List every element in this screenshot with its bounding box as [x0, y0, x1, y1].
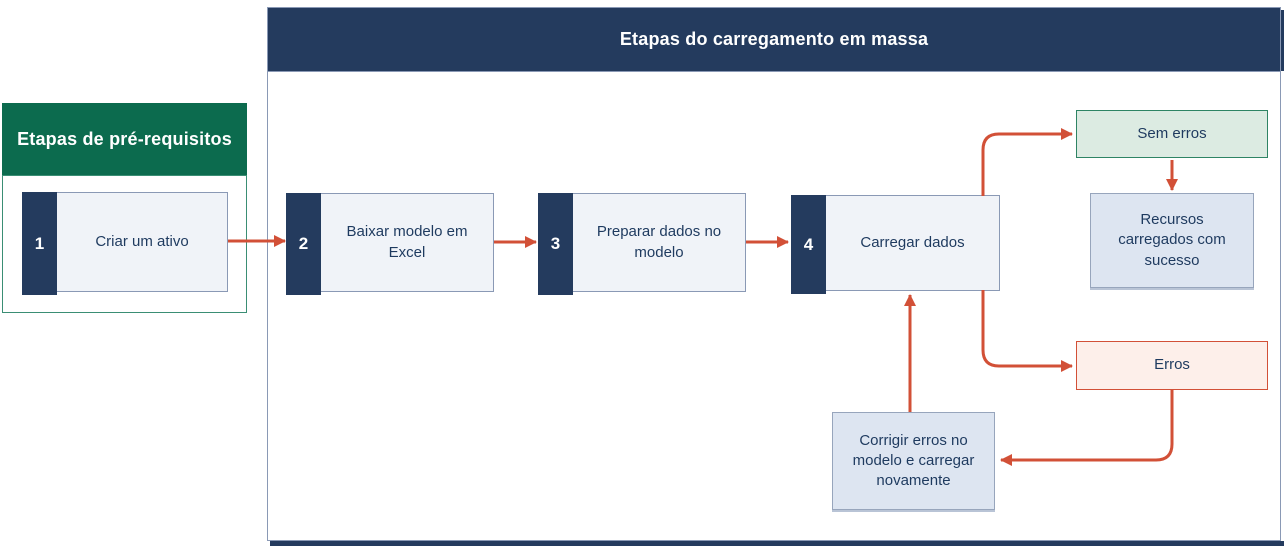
step-3-number: 3: [550, 234, 561, 253]
step-2-label: Baixar modelo em Excel: [346, 223, 468, 261]
bulk-load-title: Etapas do carregamento em massa: [619, 29, 929, 49]
step-3-label: Preparar dados no modelo: [596, 223, 722, 261]
step-2-number-tab: 2: [286, 193, 321, 295]
outcome-no-errors: Sem erros: [1076, 110, 1268, 158]
banner-shadow-right: [1281, 10, 1284, 71]
step-box-3: 3 Preparar dados no modelo: [538, 193, 746, 295]
step-3-number-tab: 3: [538, 193, 573, 295]
outcome-fix-action: Corrigir erros no modelo e carregar nova…: [832, 412, 995, 510]
outcome-errors: Erros: [1076, 341, 1268, 390]
step-box-4: 4 Carregar dados: [791, 195, 1000, 294]
step-1-label: Criar um ativo: [95, 232, 189, 250]
step-box-1: 1 Criar um ativo: [22, 192, 228, 295]
step-2-number: 2: [298, 234, 309, 253]
prereq-title: Etapas de pré-requisitos: [17, 128, 232, 149]
bulk-load-title-banner: Etapas do carregamento em massa: [268, 8, 1280, 72]
panel-shadow-bottom: [270, 541, 1284, 546]
step-1-number-tab: 1: [22, 192, 57, 295]
step-box-2: 2 Baixar modelo em Excel: [286, 193, 494, 295]
step-4-label: Carregar dados: [860, 233, 965, 251]
prereq-title-banner: Etapas de pré-requisitos: [2, 103, 247, 175]
outcome-success-result: Recursos carregados com sucesso: [1090, 193, 1254, 288]
step-4-number-tab: 4: [791, 195, 826, 294]
step-1-number: 1: [34, 233, 45, 253]
step-4-number: 4: [803, 234, 814, 254]
